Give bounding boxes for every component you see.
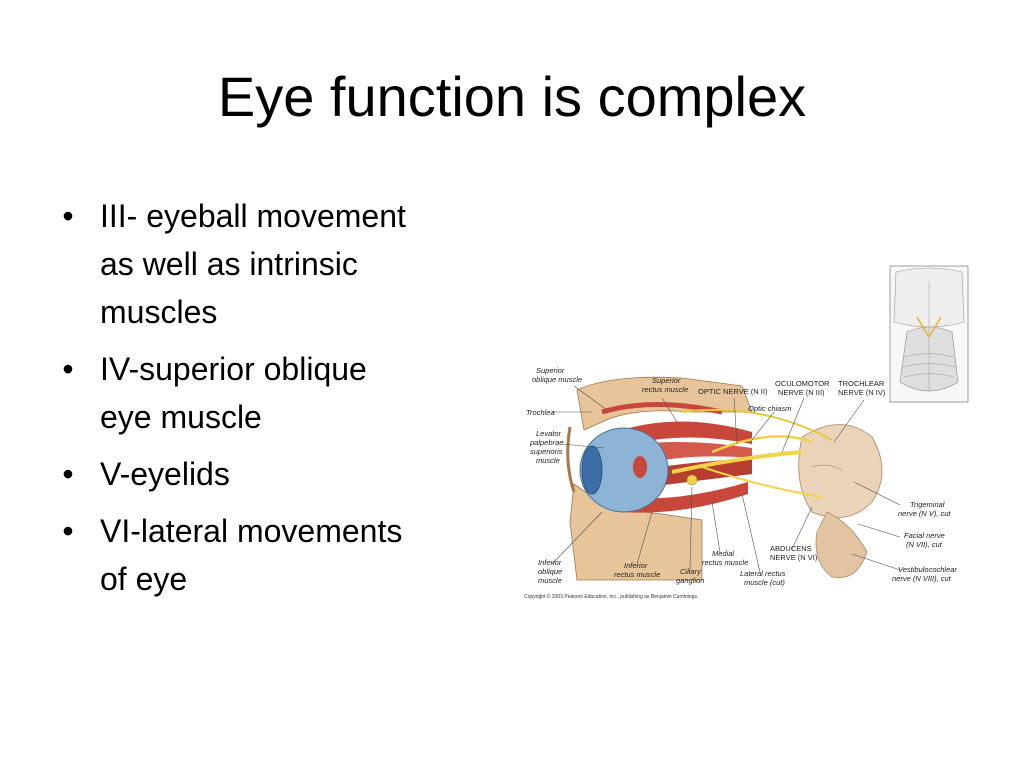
bullet-item: • VI-lateral movements of eye [58,507,498,603]
bullet-icon: • [62,351,74,387]
label-leaders [551,385,901,573]
label-superior-oblique: Superior [536,366,565,375]
label-superior-rectus: Superior [652,376,681,385]
inferior-rectus-shape [622,482,748,513]
figure-labels: Superior oblique muscle Superior rectus … [524,366,957,600]
brain-inset [889,265,969,403]
label-vestibulocochlear: nerve (N VIII), cut [892,574,952,583]
bullet-line: of eye [100,561,188,597]
label-inferior-oblique: oblique [538,567,562,576]
label-inferior-rectus: rectus muscle [614,570,660,579]
label-medial-rectus: rectus muscle [702,558,748,567]
slide-title: Eye function is complex [217,65,807,128]
bullet-item: • IV-superior oblique eye muscle [58,345,498,441]
label-ciliary-ganglion: ganglion [676,576,704,585]
eye-anatomy-figure: Superior oblique muscle Superior rectus … [512,262,972,607]
bullet-icon: • [62,513,74,549]
label-ciliary-ganglion: Ciliary [680,567,702,576]
figure-copyright: Copyright © 2003 Pearson Education, Inc.… [524,593,698,600]
label-levator: Levator [536,429,562,438]
cranial-nerves [671,408,833,498]
superior-rectus-shape [622,421,752,446]
label-inferior-oblique: Inferior [538,558,562,567]
bullet-line: VI-lateral movements [100,513,403,549]
eye-anatomy-illustration: Superior oblique muscle Superior rectus … [524,265,969,600]
label-facial: (N VII), cut [906,540,943,549]
bullet-item: • III- eyeball movement as well as intri… [58,192,498,336]
label-trochlear: TROCHLEAR [838,379,885,388]
bullet-icon: • [62,198,74,234]
label-inferior-rectus: Inferior [624,561,648,570]
label-trigeminal: Trigeminal [910,500,945,509]
label-trochlear: NERVE (N IV) [838,388,886,397]
label-optic-chiasm: Optic chiasm [748,404,791,413]
bullet-line: IV-superior oblique [100,351,367,387]
bullet-icon: • [62,456,74,492]
bullet-item: • V-eyelids [58,450,498,498]
label-facial: Facial nerve [904,531,945,540]
bullet-list: • III- eyeball movement as well as intri… [58,192,498,612]
bullet-line: eye muscle [100,399,262,435]
label-levator: superioris [530,447,563,456]
bullet-line: as well as intrinsic [100,246,358,282]
label-superior-rectus: rectus muscle [642,385,688,394]
label-optic-nerve: OPTIC NERVE (N II) [698,387,768,396]
label-lateral-rectus: Lateral rectus [740,569,786,578]
label-lateral-rectus: muscle (cut) [744,578,785,587]
eyeball [579,427,669,513]
label-trigeminal: nerve (N V), cut [898,509,951,518]
label-levator: muscle [536,456,560,465]
label-medial-rectus: Medial [712,549,734,558]
label-inferior-oblique: muscle [538,576,562,585]
label-abducens: NERVE (N VI) [770,553,818,562]
label-levator: palpebrae [529,438,563,447]
bullet-line: muscles [100,294,218,330]
bullet-line: V-eyelids [100,456,230,492]
label-vestibulocochlear: Vestibulocochlear [898,565,957,574]
label-oculomotor: NERVE (N III) [778,388,825,397]
bullet-line: III- eyeball movement [100,198,406,234]
label-abducens: ABDUCENS [770,544,812,553]
brainstem [798,424,883,579]
label-trochlea: Trochlea [526,408,555,417]
label-superior-oblique: oblique muscle [532,375,582,384]
label-oculomotor: OCULOMOTOR [775,379,830,388]
